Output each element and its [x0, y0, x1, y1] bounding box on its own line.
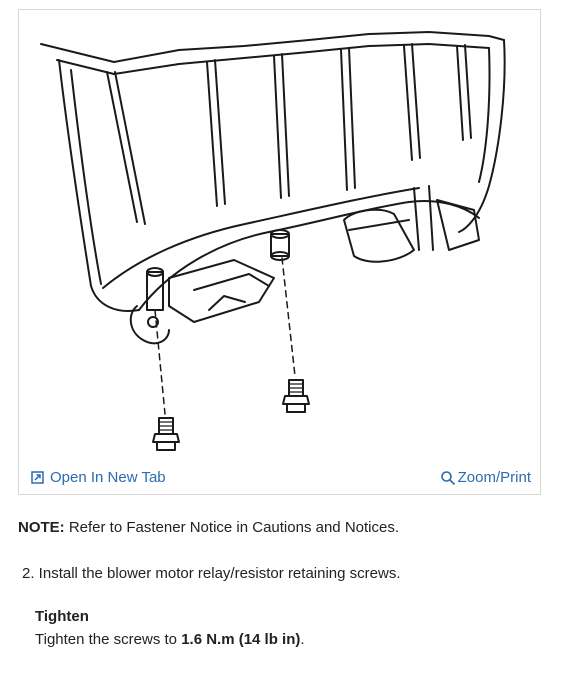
- open-in-new-tab-link[interactable]: Open In New Tab: [31, 469, 166, 486]
- figure-footer: Open In New Tab Zoom/Print: [19, 466, 540, 494]
- figure-container: Open In New Tab Zoom/Print: [18, 9, 541, 495]
- tighten-instruction: Tighten the screws to 1.6 N.m (14 lb in)…: [35, 631, 305, 648]
- note-label: NOTE:: [18, 519, 65, 536]
- step-text: Install the blower motor relay/resistor …: [34, 565, 401, 582]
- step-number: 2.: [22, 565, 35, 582]
- tighten-text-suffix: .: [300, 631, 305, 648]
- open-in-new-tab-label: Open In New Tab: [50, 469, 166, 486]
- note-text: Refer to Fastener Notice in Cautions and…: [64, 519, 400, 536]
- magnifier-icon: [440, 470, 455, 485]
- zoom-print-link[interactable]: Zoom/Print: [440, 469, 531, 486]
- step-item: 2. Install the blower motor relay/resist…: [22, 565, 401, 582]
- zoom-print-label: Zoom/Print: [457, 469, 531, 486]
- note-paragraph: NOTE: Refer to Fastener Notice in Cautio…: [18, 519, 399, 536]
- open-in-new-tab-icon: [31, 471, 44, 484]
- blower-motor-resistor-illustration: [40, 31, 506, 451]
- tighten-heading: Tighten: [35, 608, 89, 625]
- tighten-text-prefix: Tighten the screws to: [35, 631, 182, 648]
- torque-value: 1.6 N.m (14 lb in): [181, 631, 301, 648]
